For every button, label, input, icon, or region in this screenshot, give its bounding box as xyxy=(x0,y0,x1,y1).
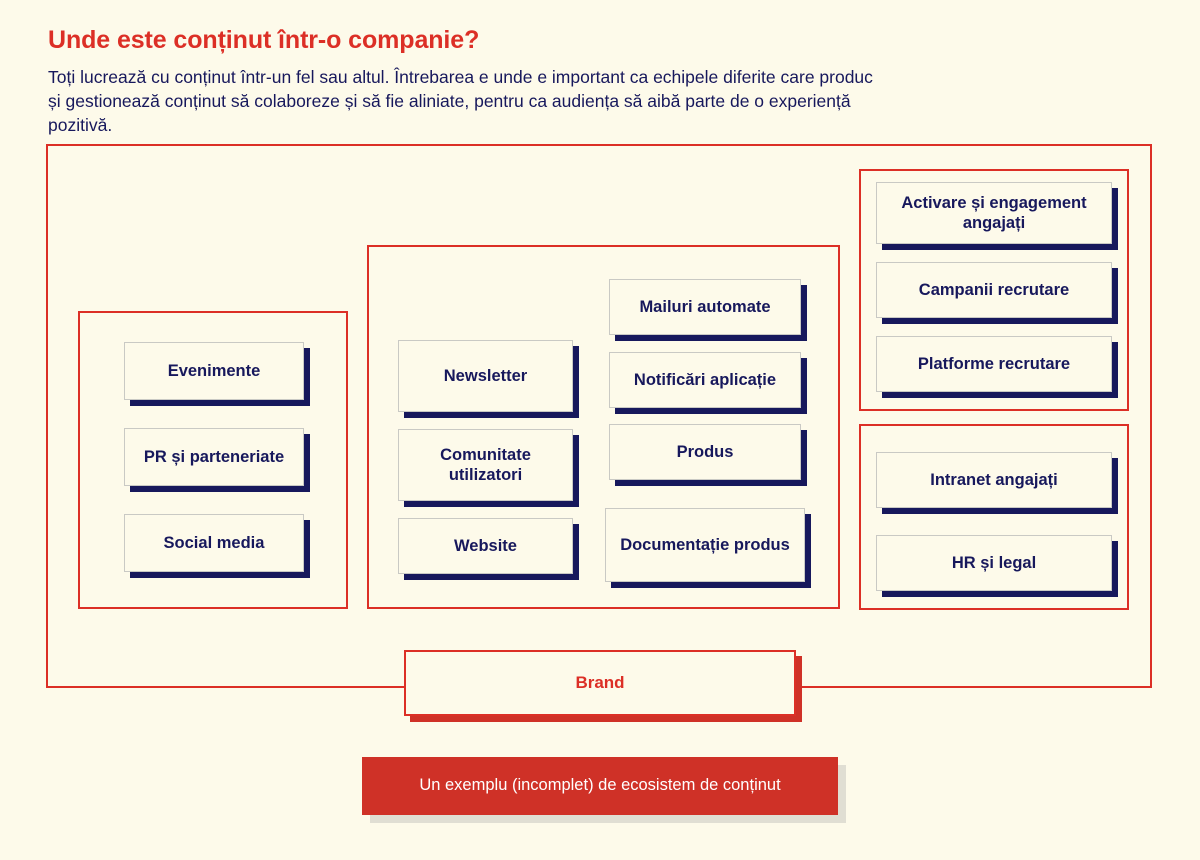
group-frame-owned-channels xyxy=(367,245,840,609)
header: Unde este conținut într-o companie? Toți… xyxy=(48,26,878,137)
card-pr-si-parteneriate[interactable]: PR și parteneriate xyxy=(124,428,304,486)
card-newsletter[interactable]: Newsletter xyxy=(398,340,573,412)
card-produs[interactable]: Produs xyxy=(609,424,801,480)
card-comunitate-utilizatori[interactable]: Comunitate utilizatori xyxy=(398,429,573,501)
card-notificari-aplicatie[interactable]: Notificări aplicație xyxy=(609,352,801,408)
group-frame-internal xyxy=(859,424,1129,610)
card-hr-si-legal[interactable]: HR și legal xyxy=(876,535,1112,591)
page-title: Unde este conținut într-o companie? xyxy=(48,26,480,54)
card-social-media[interactable]: Social media xyxy=(124,514,304,572)
brand-box[interactable]: Brand xyxy=(404,650,796,716)
card-campanii-recrutare[interactable]: Campanii recrutare xyxy=(876,262,1112,318)
page-subtitle: Toți lucrează cu conținut într-un fel sa… xyxy=(48,67,873,136)
card-platforme-recrutare[interactable]: Platforme recrutare xyxy=(876,336,1112,392)
group-frame-employer-brand xyxy=(859,169,1129,411)
diagram-caption: Un exemplu (incomplet) de ecosistem de c… xyxy=(362,757,838,815)
card-intranet-angajati[interactable]: Intranet angajați xyxy=(876,452,1112,508)
group-frame-external-communications xyxy=(78,311,348,609)
card-website[interactable]: Website xyxy=(398,518,573,574)
card-evenimente[interactable]: Evenimente xyxy=(124,342,304,400)
card-mailuri-automate[interactable]: Mailuri automate xyxy=(609,279,801,335)
card-activare-si-engagement-angajati[interactable]: Activare și engagement angajați xyxy=(876,182,1112,244)
card-documentatie-produs[interactable]: Documentație produs xyxy=(605,508,805,582)
